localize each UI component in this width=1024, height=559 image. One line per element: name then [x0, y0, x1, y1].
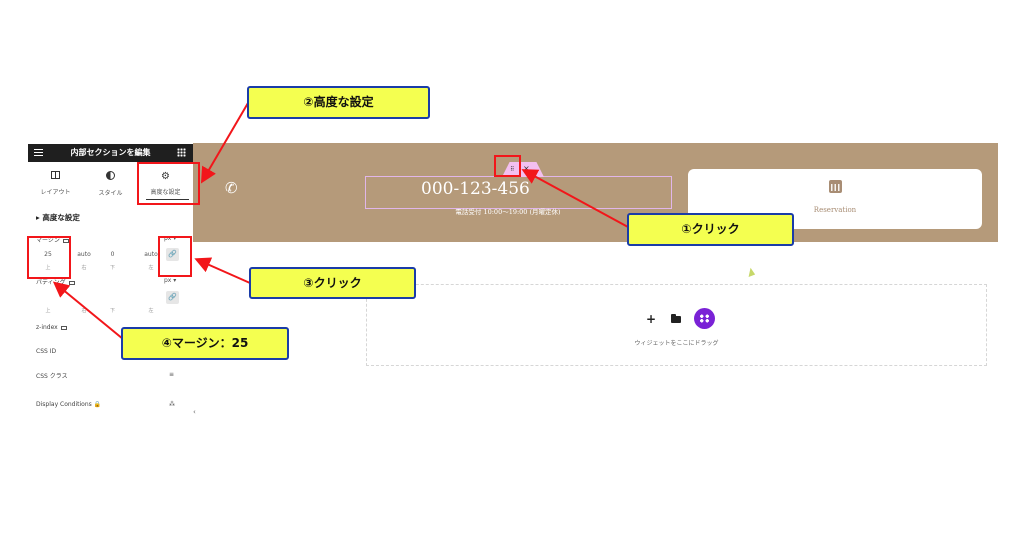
margin-label: マージン: [36, 235, 69, 244]
phone-hours: 電話受付 10:00〜19:00 (月曜定休): [455, 208, 561, 216]
template-folder-icon[interactable]: [671, 314, 681, 323]
display-conditions-text: Display Conditions: [36, 401, 92, 408]
contrast-icon: [106, 171, 115, 180]
margin-top-input[interactable]: 25: [44, 251, 52, 258]
padding-label-text: パディング: [36, 279, 66, 286]
reservation-label: Reservation: [813, 206, 857, 214]
menu-icon[interactable]: [34, 149, 43, 156]
css-id-label: CSS ID: [36, 348, 57, 355]
padding-unit-text: px: [164, 277, 172, 284]
panel-header: 内部セクションを編集: [28, 144, 193, 162]
highlight-advanced-tab: [137, 162, 200, 205]
add-section-icon[interactable]: +: [646, 312, 657, 326]
gear-icon: ⚙: [161, 171, 170, 182]
tab-style[interactable]: スタイル: [83, 168, 138, 208]
padding-link-icon[interactable]: 🔗: [166, 291, 179, 304]
drop-hint: ウィジェットをここにドラッグ: [634, 340, 719, 347]
margin-unit[interactable]: px ▾: [164, 235, 177, 242]
responsive-monitor-icon[interactable]: [62, 238, 69, 243]
margin-bottom-caption: 下: [109, 265, 115, 271]
drop-zone[interactable]: + ウィジェットをここにドラッグ: [366, 284, 987, 366]
panel-tabs: レイアウト スタイル ⚙ 高度な設定: [28, 168, 193, 208]
tab-advanced[interactable]: ⚙ 高度な設定: [138, 168, 193, 208]
arrow-click-3: [194, 257, 251, 284]
phone-number: 000-123-456: [421, 179, 530, 199]
margin-link-icon[interactable]: 🔗: [166, 248, 179, 261]
callout-margin-25: ④マージン：25: [121, 327, 289, 360]
z-index-monitor-icon[interactable]: [60, 325, 67, 330]
lock-icon: 🔒: [93, 401, 102, 408]
callout-click-3: ③クリック: [249, 267, 416, 299]
tab-layout[interactable]: レイアウト: [28, 168, 83, 208]
tab-style-label: スタイル: [98, 190, 123, 197]
display-conditions-label: Display Conditions 🔒: [36, 401, 101, 408]
arrow-margin: [52, 281, 124, 340]
margin-left-caption: 左: [148, 265, 154, 271]
margin-left-input[interactable]: auto: [144, 251, 158, 258]
z-index-label-text: z-index: [36, 324, 58, 331]
margin-label-text: マージン: [36, 237, 60, 244]
padding-bottom-caption: 下: [109, 308, 115, 314]
advanced-section-heading-text: 高度な設定: [42, 213, 80, 222]
padding-left-caption: 左: [148, 308, 154, 314]
padding-right-caption: 右: [81, 308, 87, 314]
margin-right-caption: 右: [81, 265, 87, 271]
highlight-margin-top: [27, 236, 71, 279]
dynamic-tags-icon[interactable]: ≡: [169, 371, 175, 378]
columns-icon: [51, 171, 60, 179]
callout-advanced-settings: ②高度な設定: [247, 86, 430, 119]
arrow-advanced: [200, 102, 249, 184]
padding-top-caption: 上: [45, 308, 51, 314]
elementor-kit-icon[interactable]: [694, 308, 715, 329]
conditions-tree-icon[interactable]: ⁂: [169, 401, 175, 408]
margin-right-input[interactable]: auto: [77, 251, 91, 258]
highlight-link-button: [158, 236, 192, 277]
arrow-click-1: [521, 169, 629, 228]
margin-bottom-input[interactable]: 0: [110, 251, 115, 258]
phone-icon: ✆: [225, 179, 238, 197]
calendar-icon: [829, 180, 842, 193]
advanced-section-heading[interactable]: ▸ 高度な設定: [36, 213, 80, 222]
tab-advanced-label: 高度な設定: [150, 189, 181, 196]
padding-unit[interactable]: px ▾: [164, 277, 177, 284]
highlight-section-handle: [494, 155, 521, 177]
margin-top-caption: 上: [45, 265, 51, 271]
widgets-grid-icon[interactable]: [177, 148, 186, 157]
delete-section-icon[interactable]: ×: [523, 164, 530, 173]
callout-click-1: ①クリック: [627, 213, 794, 246]
panel-collapse-icon[interactable]: ‹: [193, 408, 196, 416]
panel-title: 内部セクションを編集: [70, 148, 151, 157]
css-class-label: CSS クラス: [36, 373, 68, 380]
margin-unit-text: px: [164, 235, 172, 242]
tab-layout-label: レイアウト: [40, 189, 71, 196]
drag-handle-icon[interactable]: ⠿: [510, 166, 515, 173]
z-index-label: z-index: [36, 324, 67, 331]
